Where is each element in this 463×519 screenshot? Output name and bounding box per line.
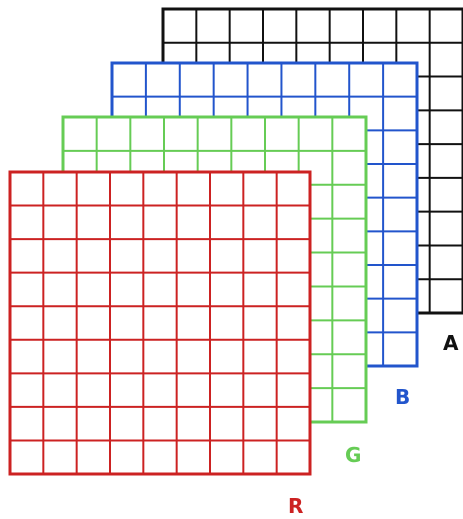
channel-label-g: G — [345, 443, 361, 467]
channel-layer-r — [10, 172, 310, 474]
channel-label-r: R — [288, 494, 303, 518]
channel-label-a: A — [443, 331, 459, 355]
channel-label-b: B — [395, 385, 410, 409]
grid-frame-r — [10, 172, 310, 474]
